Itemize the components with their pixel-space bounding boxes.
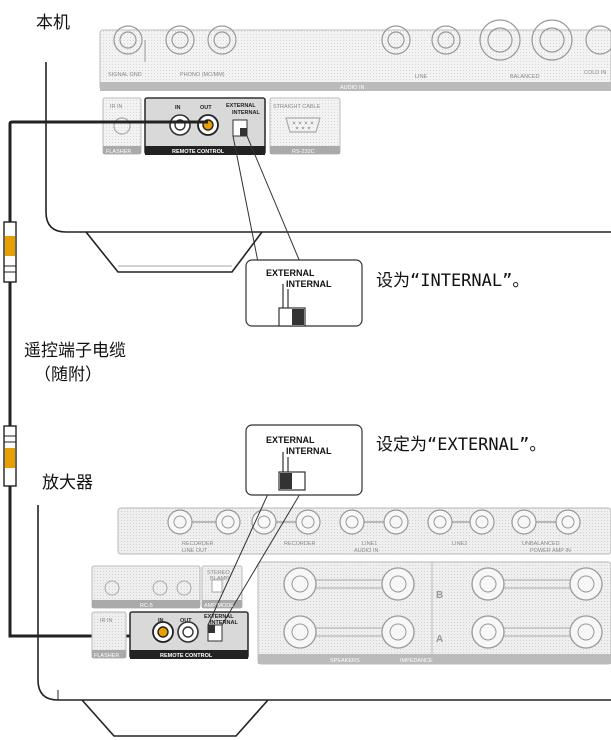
bottom-instruction: 设定为“EXTERNAL”。 <box>376 435 547 455</box>
top-balanced-label: BALANCED <box>510 74 540 80</box>
top-unit-foot <box>85 231 263 273</box>
bottom-callout-internal: INTERNAL <box>286 446 332 456</box>
bottom-speakers-label: SPEAKERS <box>330 658 360 664</box>
top-unit <box>45 19 611 273</box>
top-rs232-label: RS-232C <box>292 149 315 155</box>
bottom-callout-box <box>245 424 363 496</box>
amplifier-label: 放大器 <box>42 473 93 493</box>
top-out-label: OUT <box>200 105 212 111</box>
top-audio-jacks <box>113 19 611 61</box>
bottom-b-label: B <box>436 590 443 601</box>
top-flasher-label: FLASHER <box>106 149 131 155</box>
bottom-amp-mode-label: AMP MODE <box>204 603 234 609</box>
bottom-rc5-label: RC-5 <box>140 603 153 609</box>
top-callout-external: EXTERNAL <box>266 268 315 278</box>
bottom-a-label: A <box>436 634 443 645</box>
top-remote-control-label: REMOTE CONTROL <box>172 149 225 155</box>
bottom-unit-foot <box>81 699 269 737</box>
top-audio-in-label: AUDIO IN <box>340 85 364 91</box>
top-cold-label: COLD IN <box>584 70 606 76</box>
bottom-internal-label: INTERNAL <box>210 620 238 626</box>
bottom-biamp-label: BI-AMP <box>210 576 229 582</box>
bottom-flasher-label: FLASHER <box>94 653 119 659</box>
bottom-power-amp-label: POWER AMP IN <box>530 548 571 554</box>
top-in-label: IN <box>175 105 181 111</box>
bottom-line-out-label: LINE OUT <box>182 548 208 554</box>
top-straight-cable-label: STRAIGHT CABLE <box>273 104 321 110</box>
top-ir-in-jack <box>113 117 131 135</box>
top-signal-gnd-label: SIGNAL GND <box>108 72 142 78</box>
bottom-audio-in-label: AUDIO IN <box>354 548 378 554</box>
bottom-out-label: OUT <box>180 618 192 624</box>
cable-label-line1: 遥控端子电缆 <box>24 341 126 361</box>
bottom-callout <box>207 424 363 626</box>
bottom-ir-in-label: IR IN <box>100 618 113 624</box>
bottom-unit <box>37 505 611 737</box>
cable-label-line2: （随附） <box>34 365 102 385</box>
top-callout <box>232 135 363 327</box>
bottom-stereo-label: STEREO <box>207 570 230 576</box>
top-callout-internal: INTERNAL <box>286 279 332 289</box>
top-ir-in-label: IR IN <box>110 104 123 110</box>
bottom-line1-label: LINE1 <box>362 541 377 547</box>
top-phono-label: PHONO (MC/MM) <box>180 72 225 78</box>
bottom-in-label: IN <box>158 618 164 624</box>
bottom-recorder2-label: RECORDER <box>284 541 316 547</box>
bottom-remote-control-label: REMOTE CONTROL <box>160 653 213 659</box>
top-unit-chassis <box>45 62 611 233</box>
top-internal-label: INTERNAL <box>232 110 260 116</box>
bottom-recorder-label: RECORDER <box>182 541 214 547</box>
bottom-external-label: EXTERNAL <box>204 614 234 620</box>
top-instruction: 设为“INTERNAL”。 <box>376 271 530 291</box>
bottom-line2-label: LINE2 <box>452 541 467 547</box>
unit-top-label: 本机 <box>36 13 70 33</box>
top-line-label: LINE <box>415 74 428 80</box>
bottom-unbalanced-label: UNBALANCED <box>522 541 560 547</box>
top-external-label: EXTERNAL <box>226 103 256 109</box>
bottom-impedance-label: IMPEDANCE <box>400 658 433 664</box>
top-audio-in-panel <box>99 29 611 91</box>
top-rs232-port <box>285 117 321 133</box>
bottom-callout-external: EXTERNAL <box>266 435 315 445</box>
